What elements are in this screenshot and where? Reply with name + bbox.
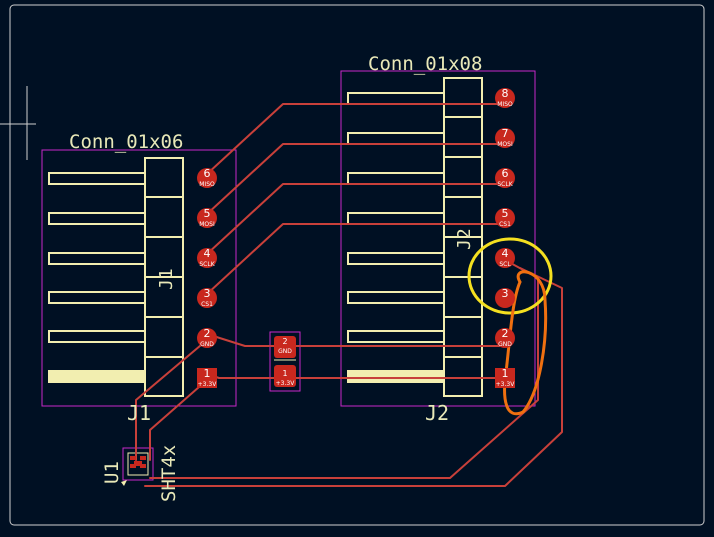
j2-value-label: Conn_01x08 [368, 53, 482, 75]
j2-ref-vertical: J2 [454, 228, 475, 250]
j2-pad-2-number: 2 [502, 327, 509, 340]
j2-pad-8-number: 8 [502, 87, 509, 100]
u1-body [127, 452, 149, 476]
j1-ref-label: J1 [127, 401, 151, 425]
trace-cs1 [206, 223, 506, 295]
trace-mosi [206, 143, 506, 215]
j2-pad-4-net: SCL [499, 261, 511, 268]
j1-footprint[interactable] [41, 149, 237, 407]
cap-footprint[interactable] [269, 331, 301, 392]
j1-courtyard [41, 149, 237, 407]
cursor-crosshair [0, 86, 36, 160]
j1-pad-6-number: 6 [204, 167, 211, 180]
highlight-yellow-circle [467, 237, 553, 315]
j2-footprint[interactable] [340, 70, 536, 407]
j2-pad-7-net: MOSI [497, 141, 513, 148]
trace-miso [206, 103, 506, 175]
j2-pad-3[interactable]: 3 [495, 287, 515, 308]
j2-pad-6-net: SCLK [497, 181, 513, 188]
u1-pads[interactable] [130, 456, 146, 468]
trace-gnd [206, 333, 506, 347]
j2-pad-6-number: 6 [502, 167, 509, 180]
j2-pad-8-net: MISO [497, 101, 513, 108]
trace-sda [144, 267, 563, 487]
j1-value-label: Conn_01x06 [69, 131, 183, 153]
j2-pad-2-net: GND [498, 341, 512, 348]
j1-pad-5-net: MOSI [199, 221, 215, 228]
cap-pad-2-net: GND [278, 348, 292, 355]
j1-pin1-marker [48, 370, 145, 383]
j1-pad-6-net: MISO [199, 181, 215, 188]
j1-pad-2-number: 2 [204, 327, 211, 340]
cap-courtyard [269, 331, 301, 392]
j1-pad-4-net: SCLK [199, 261, 215, 268]
j2-pad-3-number: 3 [502, 287, 509, 300]
board-edge [9, 4, 705, 526]
cap-pad-1[interactable]: 1 +3.3V [274, 365, 296, 387]
j1-pad-2-net: GND [200, 341, 214, 348]
j2-pad-5-net: CS1 [499, 221, 511, 228]
trace-u1-a [135, 339, 208, 461]
trace-sclk [206, 183, 506, 255]
j1-ref-vertical: J1 [156, 268, 177, 290]
j2-pad-4-number: 4 [502, 247, 509, 260]
j1-pad-4-number: 4 [204, 247, 211, 260]
j2-pad-5-number: 5 [502, 207, 509, 220]
u1-value-label: SHT4x [158, 445, 180, 502]
j2-pad-1[interactable]: 1+3.3V [495, 367, 515, 388]
cap-pad-1-net: +3.3V [276, 380, 296, 387]
j2-pad-1-net: +3.3V [496, 381, 516, 388]
j1-pad-3-net: CS1 [201, 301, 213, 308]
j2-pad-1-number: 1 [502, 367, 509, 380]
cap-pad-2-number: 2 [282, 337, 287, 346]
u1-ref-label: U1 [101, 461, 123, 484]
j2-pad-7-number: 7 [502, 127, 509, 140]
cap-pad-1-number: 1 [282, 369, 287, 378]
j1-pad-1-net: +3.3V [198, 381, 218, 388]
u1-courtyard [122, 447, 154, 481]
j2-pin1-marker [347, 370, 444, 383]
u1-pin1-marker [121, 480, 127, 486]
j1-pad-5-number: 5 [204, 207, 211, 220]
j1-pad-3-number: 3 [204, 287, 211, 300]
j2-courtyard [340, 70, 536, 407]
j1-pad-1[interactable]: 1+3.3V [197, 367, 217, 388]
u1-footprint[interactable] [121, 447, 154, 486]
j1-pad-1-number: 1 [204, 367, 211, 380]
trace-u1-b [149, 379, 208, 461]
j2-ref-label: J2 [425, 401, 449, 425]
